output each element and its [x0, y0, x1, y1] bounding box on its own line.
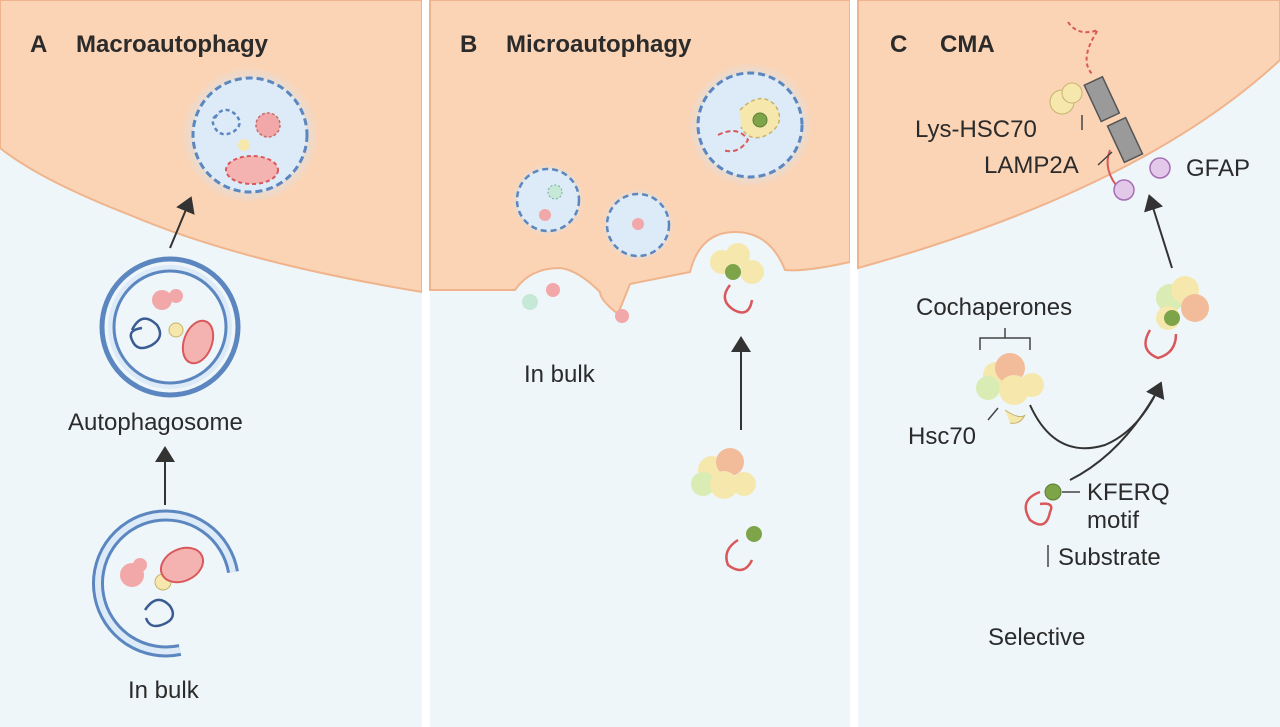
hsc70-complex	[976, 353, 1044, 424]
panel-letter-b: B	[460, 31, 477, 58]
label-selective: Selective	[988, 624, 1085, 651]
leader-lamp2a	[1097, 151, 1113, 166]
bracket-cochaperones	[979, 328, 1031, 350]
panel-title-a: Macroautophagy	[76, 31, 269, 58]
gfap-protein-2	[1113, 179, 1135, 201]
autophagosome	[99, 256, 241, 398]
gfap-protein	[1149, 157, 1171, 179]
lysosome-lumen-c	[857, 0, 1280, 270]
panel-title-b: Microautophagy	[506, 31, 692, 58]
autolysosome-vesicle	[182, 67, 318, 203]
label-hsc70: Hsc70	[908, 423, 976, 450]
lys-hsc70	[1049, 82, 1083, 115]
cargo-pink-b	[546, 283, 560, 297]
panel-title-c: CMA	[940, 31, 995, 58]
panel-c: C CMA Lys-HSC70 LAMP2A GFAP Cochaperones	[857, 0, 1280, 727]
label-kferq-2: motif	[1087, 507, 1139, 534]
chaperone-complex-bound	[1144, 276, 1209, 360]
label-in-bulk-b: In bulk	[524, 361, 596, 388]
label-cochaperones: Cochaperones	[916, 294, 1072, 321]
label-lys-hsc70: Lys-HSC70	[915, 116, 1037, 143]
label-autophagosome: Autophagosome	[68, 409, 243, 436]
substrate-protein	[1024, 483, 1062, 526]
label-substrate: Substrate	[1058, 544, 1161, 571]
label-in-bulk-a: In bulk	[128, 677, 200, 704]
panel-b: B Microautophagy In bulk	[429, 0, 851, 727]
chaperone-complex-entering	[710, 243, 764, 314]
label-gfap: GFAP	[1186, 155, 1250, 182]
label-kferq-1: KFERQ	[1087, 479, 1170, 506]
microvesicle-large	[688, 63, 812, 187]
panel-letter-c: C	[890, 31, 907, 58]
label-lamp2a: LAMP2A	[984, 152, 1079, 179]
leader-hsc70	[987, 407, 999, 421]
panel-a: A Macroautophagy Autophagosome	[0, 0, 423, 727]
panel-letter-a: A	[30, 31, 47, 58]
microvesicle-right	[602, 189, 674, 261]
lamp2a-channel	[1067, 21, 1144, 191]
substrate-arrow	[1069, 394, 1156, 481]
chaperone-complex-b	[691, 448, 762, 572]
cargo-invagination-b	[615, 309, 629, 323]
microvesicle-left	[512, 164, 584, 236]
cargo-green-b	[522, 294, 538, 310]
phagophore	[91, 509, 239, 658]
